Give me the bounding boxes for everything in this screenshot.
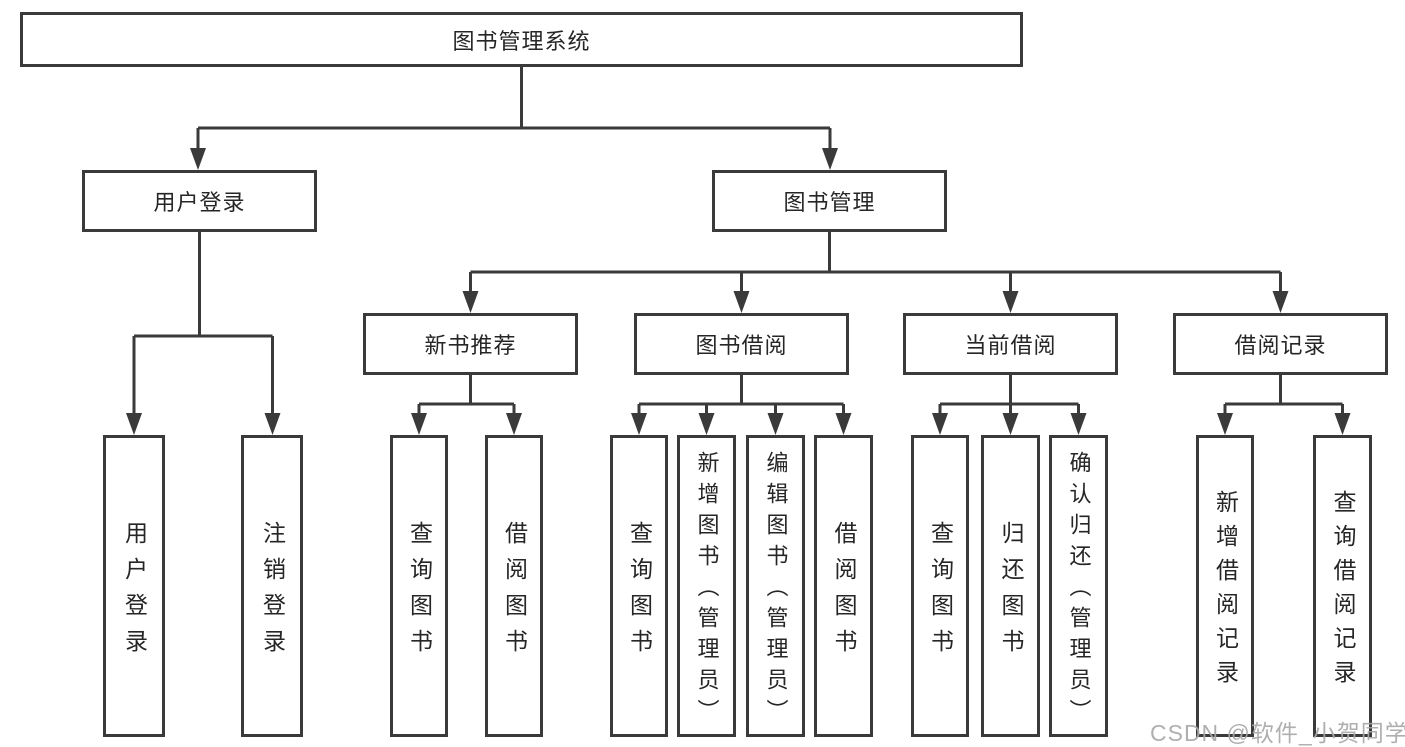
leaf-borrow-borrow-books: 借阅图书 — [814, 435, 873, 737]
leaf-borrow-edit-books-admin: 编辑图书（管理员） — [746, 435, 805, 737]
leaf-records-add-record-label: 新增借阅记录 — [1212, 489, 1239, 694]
leaf-records-query-record: 查询借阅记录 — [1313, 435, 1372, 737]
node-borrowing-records: 借阅记录 — [1173, 313, 1388, 375]
node-borrowing-records-label: 借阅记录 — [1234, 333, 1327, 358]
leaf-records-add-record: 新增借阅记录 — [1196, 435, 1254, 737]
csdn-watermark: CSDN @软件_小贺同学 — [1150, 720, 1405, 746]
leaf-borrow-query-books-label: 查询图书 — [626, 520, 653, 665]
leaf-borrow-edit-books-admin-label: 编辑图书（管理员） — [763, 451, 789, 730]
node-book-borrowing-label: 图书借阅 — [695, 333, 788, 358]
node-user-login-label: 用户登录 — [153, 190, 246, 215]
leaf-newbook-query-books: 查询图书 — [390, 435, 448, 737]
leaf-current-confirm-return-admin: 确认归还（管理员） — [1049, 435, 1108, 737]
leaf-user-login-label: 用户登录 — [121, 520, 148, 665]
node-user-login: 用户登录 — [82, 170, 317, 232]
node-new-book-recommend-label: 新书推荐 — [424, 333, 517, 358]
node-current-borrowing-label: 当前借阅 — [964, 333, 1057, 358]
leaf-logout: 注销登录 — [241, 435, 303, 737]
leaf-borrow-add-books-admin-label: 新增图书（管理员） — [694, 451, 720, 730]
leaf-user-login: 用户登录 — [103, 435, 165, 737]
node-root-label: 图书管理系统 — [452, 28, 591, 54]
leaf-current-query-books-label: 查询图书 — [927, 520, 954, 665]
leaf-newbook-query-books-label: 查询图书 — [406, 520, 433, 665]
leaf-newbook-borrow-books-label: 借阅图书 — [501, 520, 528, 665]
leaf-newbook-borrow-books: 借阅图书 — [485, 435, 543, 737]
leaf-current-confirm-return-admin-label: 确认归还（管理员） — [1066, 451, 1092, 730]
node-current-borrowing: 当前借阅 — [903, 313, 1118, 375]
leaf-current-query-books: 查询图书 — [911, 435, 969, 737]
node-book-management-label: 图书管理 — [783, 190, 876, 215]
node-book-management: 图书管理 — [712, 170, 947, 232]
node-new-book-recommend: 新书推荐 — [363, 313, 578, 375]
leaf-borrow-query-books: 查询图书 — [610, 435, 668, 737]
leaf-borrow-add-books-admin: 新增图书（管理员） — [677, 435, 736, 737]
node-root: 图书管理系统 — [20, 12, 1023, 67]
leaf-current-return-books-label: 归还图书 — [998, 520, 1024, 665]
leaf-borrow-borrow-books-label: 借阅图书 — [831, 520, 857, 665]
leaf-records-query-record-label: 查询借阅记录 — [1330, 489, 1356, 694]
leaf-current-return-books: 归还图书 — [981, 435, 1040, 737]
node-book-borrowing: 图书借阅 — [634, 313, 849, 375]
leaf-logout-label: 注销登录 — [259, 520, 286, 665]
